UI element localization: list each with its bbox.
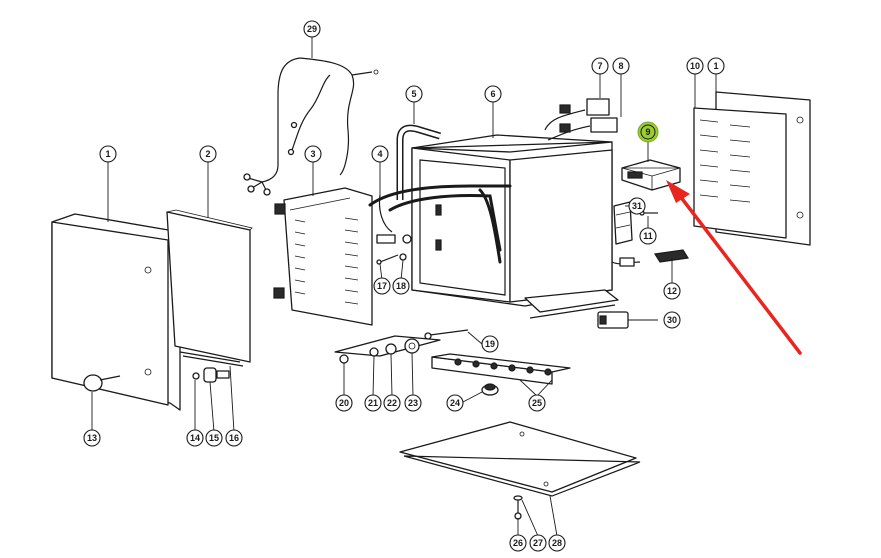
callout-1-rear-cover: 1 bbox=[707, 57, 725, 75]
callout-label: 4 bbox=[377, 149, 382, 159]
callout-label: 1 bbox=[105, 149, 110, 159]
small-plate bbox=[611, 249, 689, 267]
callout-label: 1 bbox=[713, 61, 718, 71]
callout-label: 22 bbox=[387, 398, 397, 408]
terminal-connector bbox=[376, 194, 412, 244]
callout-label: 9 bbox=[645, 127, 650, 137]
callout-9-highlighted: 9 bbox=[640, 124, 656, 140]
terminal-board bbox=[273, 187, 373, 326]
callout-label: 23 bbox=[408, 398, 418, 408]
callout-label: 27 bbox=[533, 538, 543, 548]
callout-label: 8 bbox=[618, 61, 623, 71]
callout-10: 10 bbox=[686, 57, 704, 75]
callout-30: 30 bbox=[663, 311, 681, 329]
callout-label: 31 bbox=[632, 201, 642, 211]
callout-14: 14 bbox=[186, 429, 204, 447]
callout-label: 7 bbox=[597, 61, 602, 71]
callout-label: 24 bbox=[450, 398, 460, 408]
callout-28: 28 bbox=[548, 534, 566, 552]
callout-label: 6 bbox=[490, 89, 495, 99]
callout-11: 11 bbox=[639, 227, 657, 245]
callout-label: 30 bbox=[667, 315, 677, 325]
front-door-panel bbox=[51, 213, 181, 411]
callout-17: 17 bbox=[373, 277, 391, 295]
mounting-bracket bbox=[613, 201, 633, 245]
callout-29: 29 bbox=[303, 20, 321, 38]
callout-23: 23 bbox=[404, 394, 422, 412]
callout-label: 3 bbox=[310, 149, 315, 159]
base-tray bbox=[399, 421, 641, 497]
callout-31: 31 bbox=[628, 197, 646, 215]
callout-25: 25 bbox=[528, 394, 546, 412]
callout-label: 28 bbox=[552, 538, 562, 548]
callout-13: 13 bbox=[83, 429, 101, 447]
control-module bbox=[621, 159, 681, 191]
callout-label: 18 bbox=[396, 281, 406, 291]
callout-12: 12 bbox=[663, 282, 681, 300]
callout-label: 13 bbox=[87, 433, 97, 443]
relays bbox=[544, 98, 618, 141]
callout-labels: 1 2 3 4 5 6 7 8 9 10 1 11 12 13 14 15 16… bbox=[83, 20, 725, 552]
callout-label: 14 bbox=[190, 433, 200, 443]
gasket-sheet bbox=[166, 209, 253, 363]
callout-3: 3 bbox=[304, 145, 322, 163]
callout-label: 15 bbox=[209, 433, 219, 443]
lock-hardware bbox=[179, 351, 244, 383]
callout-label: 20 bbox=[339, 398, 349, 408]
wiring-harness bbox=[243, 57, 379, 196]
callout-label: 16 bbox=[229, 433, 239, 443]
callout-27: 27 bbox=[529, 534, 547, 552]
callout-label: 12 bbox=[667, 286, 677, 296]
callout-18: 18 bbox=[392, 277, 410, 295]
callout-label: 10 bbox=[690, 61, 700, 71]
callout-label: 19 bbox=[485, 339, 495, 349]
terminal-strip bbox=[431, 353, 571, 385]
red-pointer-arrow bbox=[666, 180, 802, 355]
callout-26: 26 bbox=[509, 534, 527, 552]
callout-8: 8 bbox=[612, 57, 630, 75]
callout-19: 19 bbox=[481, 335, 499, 353]
callout-21: 21 bbox=[364, 394, 382, 412]
callout-5: 5 bbox=[405, 85, 423, 103]
callout-22: 22 bbox=[383, 394, 401, 412]
callout-2: 2 bbox=[199, 145, 217, 163]
callout-20: 20 bbox=[335, 394, 353, 412]
callout-label: 2 bbox=[205, 149, 210, 159]
callout-24: 24 bbox=[446, 394, 464, 412]
callout-label: 25 bbox=[532, 398, 542, 408]
callout-label: 29 bbox=[307, 24, 317, 34]
leader-lines bbox=[91, 37, 717, 537]
grommet bbox=[481, 383, 499, 396]
screw-set bbox=[376, 253, 407, 265]
callout-label: 11 bbox=[643, 231, 653, 241]
callout-label: 26 bbox=[513, 538, 523, 548]
bottom-screw bbox=[513, 495, 523, 520]
main-enclosure-box bbox=[368, 134, 619, 319]
rear-cover-plate bbox=[693, 91, 811, 246]
callout-4: 4 bbox=[371, 145, 389, 163]
callout-6: 6 bbox=[484, 85, 502, 103]
callout-16: 16 bbox=[225, 429, 243, 447]
callout-label: 21 bbox=[368, 398, 378, 408]
callout-label: 17 bbox=[377, 281, 387, 291]
callout-15: 15 bbox=[205, 429, 223, 447]
callout-7: 7 bbox=[591, 57, 609, 75]
callout-1-front-door: 1 bbox=[99, 145, 117, 163]
callout-label: 5 bbox=[411, 89, 416, 99]
bent-pipe bbox=[396, 124, 442, 200]
relay-block bbox=[597, 311, 629, 329]
